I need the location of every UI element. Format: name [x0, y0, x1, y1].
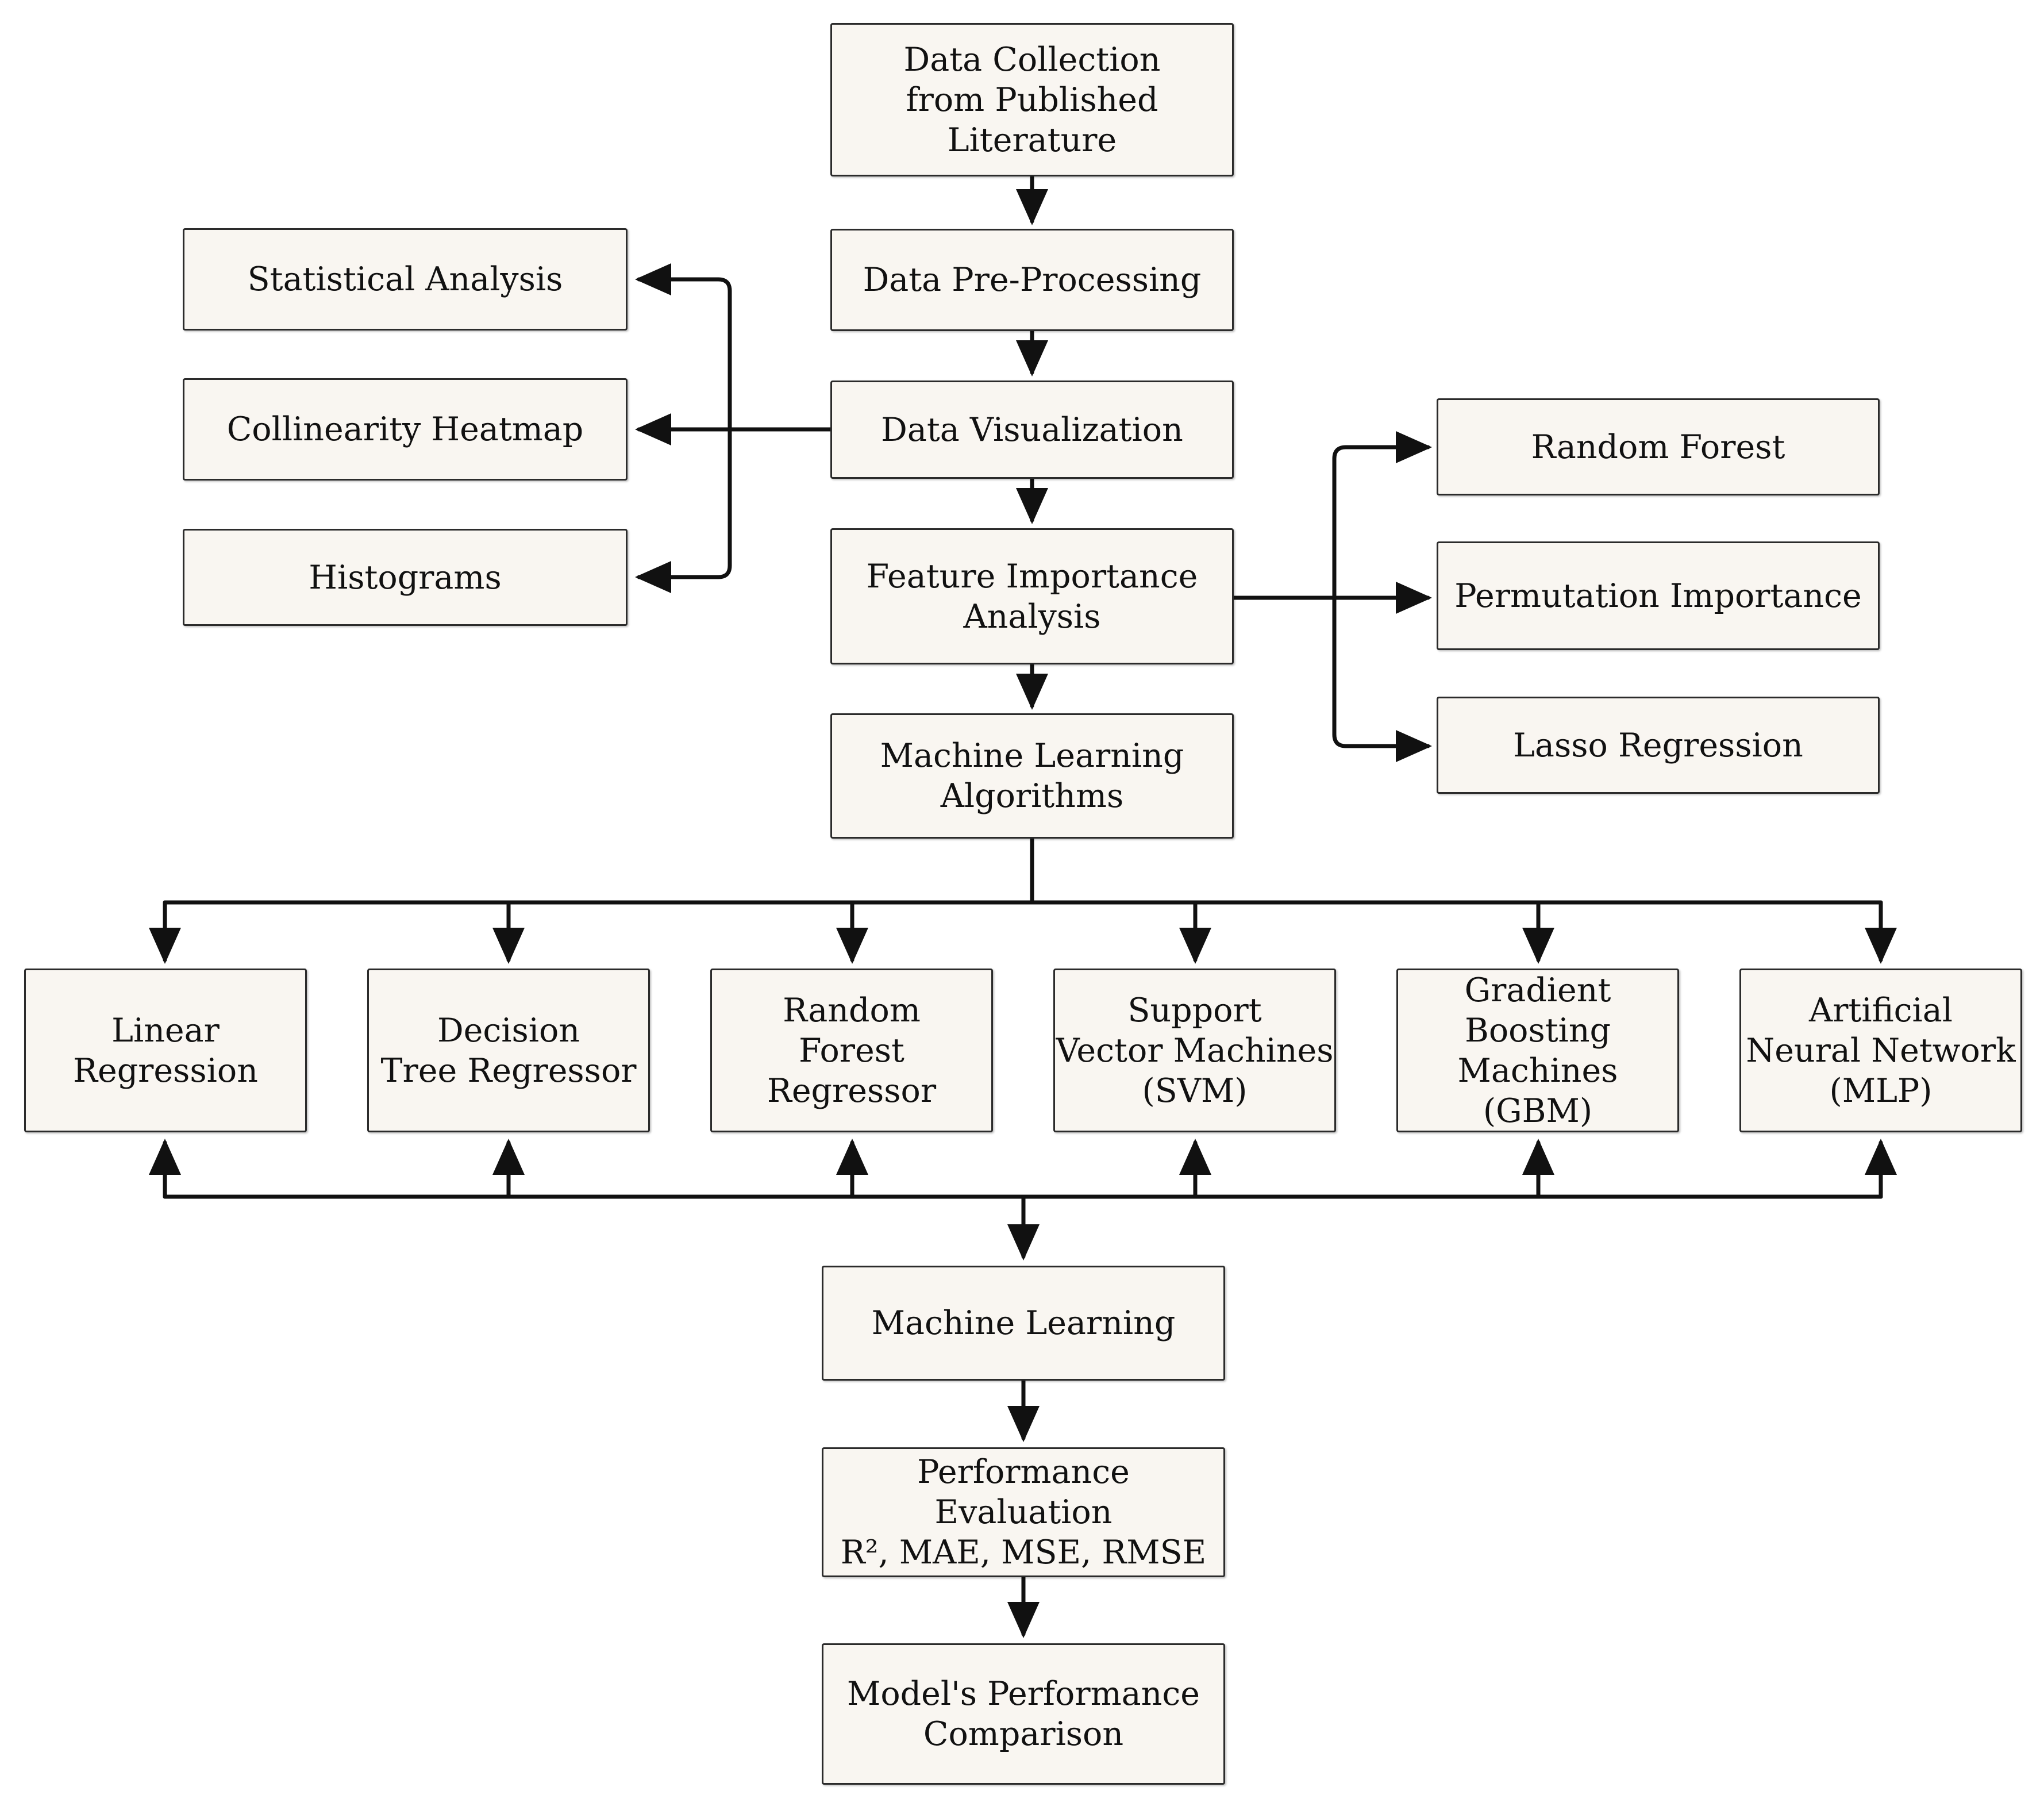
random-forest-regressor-label: Random Forest Regressor — [767, 991, 937, 1110]
data-visualization-box: Data Visualization — [830, 381, 1234, 479]
permutation-importance-box: Permutation Importance — [1437, 541, 1880, 650]
lasso-regression-box: Lasso Regression — [1437, 697, 1880, 794]
data-collection-box: Data Collection from Published Literatur… — [830, 23, 1234, 176]
ml-algorithms-box: Machine Learning Algorithms — [830, 713, 1234, 839]
model-comparison-box: Model's Performance Comparison — [822, 1643, 1225, 1785]
random-forest-box: Random Forest — [1437, 398, 1880, 495]
arrow-to-statistical-analysis — [635, 263, 732, 432]
machine-learning-box: Machine Learning — [822, 1266, 1225, 1381]
collinearity-heatmap-box: Collinearity Heatmap — [183, 378, 628, 481]
svm-box: Support Vector Machines (SVM) — [1053, 969, 1336, 1132]
random-forest-label: Random Forest — [1531, 428, 1785, 466]
svm-label: Support Vector Machines (SVM) — [1056, 991, 1334, 1110]
random-forest-regressor-box: Random Forest Regressor — [710, 969, 993, 1132]
feature-importance-box: Feature Importance Analysis — [830, 528, 1234, 664]
linear-regression-label: Linear Regression — [73, 1011, 258, 1090]
linear-regression-box: Linear Regression — [24, 969, 307, 1132]
data-collection-label: Data Collection from Published Literatur… — [903, 40, 1161, 159]
performance-evaluation-label: Performance Evaluation R², MAE, MSE, RMS… — [840, 1453, 1207, 1571]
arrow-to-random-forest — [1332, 431, 1432, 600]
model-comparison-label: Model's Performance Comparison — [846, 1675, 1200, 1753]
ml-algorithms-label: Machine Learning Algorithms — [880, 737, 1184, 815]
decision-tree-box: Decision Tree Regressor — [367, 969, 650, 1132]
statistical-analysis-label: Statistical Analysis — [247, 260, 563, 298]
ann-box: Artificial Neural Network (MLP) — [1739, 969, 2022, 1132]
arrow-to-histograms — [635, 427, 732, 593]
data-visualization-label: Data Visualization — [881, 410, 1183, 449]
arrow-to-lasso-regression — [1332, 595, 1432, 762]
lasso-regression-label: Lasso Regression — [1513, 726, 1803, 764]
collinearity-heatmap-label: Collinearity Heatmap — [226, 410, 584, 448]
statistical-analysis-box: Statistical Analysis — [183, 228, 628, 331]
machine-learning-label: Machine Learning — [871, 1304, 1176, 1342]
histograms-label: Histograms — [309, 558, 502, 597]
data-preprocessing-label: Data Pre-Processing — [863, 261, 1202, 299]
ann-label: Artificial Neural Network (MLP) — [1746, 991, 2016, 1110]
permutation-importance-label: Permutation Importance — [1454, 577, 1862, 615]
feature-importance-label: Feature Importance Analysis — [866, 557, 1198, 636]
gbm-label: Gradient Boosting Machines (GBM) — [1457, 971, 1618, 1130]
decision-tree-label: Decision Tree Regressor — [380, 1011, 637, 1090]
data-preprocessing-box: Data Pre-Processing — [830, 229, 1234, 331]
gbm-box: Gradient Boosting Machines (GBM) — [1396, 969, 1679, 1132]
histograms-box: Histograms — [183, 529, 628, 626]
performance-evaluation-box: Performance Evaluation R², MAE, MSE, RMS… — [822, 1447, 1225, 1577]
